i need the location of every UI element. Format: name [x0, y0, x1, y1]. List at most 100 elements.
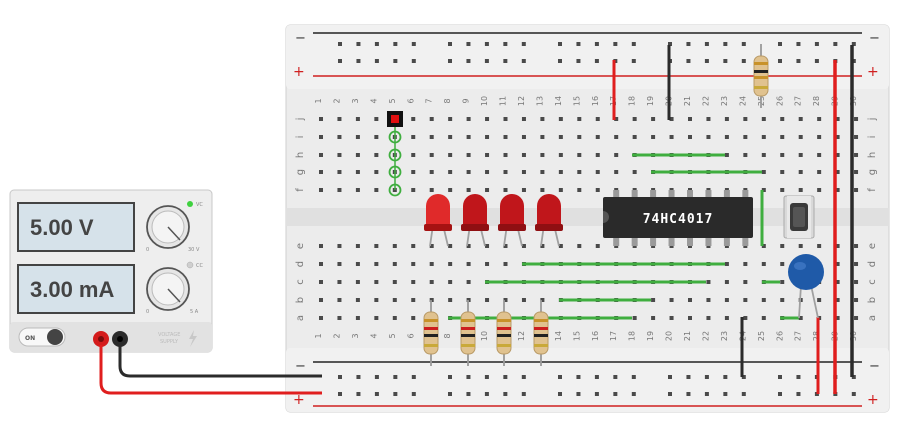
- column-number: 24: [738, 96, 747, 106]
- row-letter: h: [867, 152, 878, 158]
- column-number: 13: [535, 96, 544, 106]
- row-letter: a: [295, 315, 306, 321]
- power-supply: 5.00 V 3.00 mA VC CC 0 30 V 0 5 A ON: [9, 189, 213, 353]
- row-letter: b: [295, 297, 306, 303]
- rail-sign-top-right-plus: +: [867, 64, 879, 80]
- power-switch-label: ON: [25, 335, 35, 342]
- column-number: 21: [683, 331, 692, 341]
- row-letter: j: [867, 118, 878, 122]
- column-number: 5: [388, 333, 397, 338]
- resistor-top-rail[interactable]: [753, 44, 769, 108]
- resistor-led-2[interactable]: [460, 300, 476, 366]
- current-display: [17, 264, 135, 314]
- column-number: 23: [720, 96, 729, 106]
- brand-line-1: VOLTAGE: [158, 332, 180, 338]
- row-letter: b: [867, 297, 878, 303]
- ic-74hc4017[interactable]: 74HC4017: [603, 190, 753, 246]
- voltage-value: 5.00 V: [30, 215, 94, 240]
- breadboard-top-rail-area: [286, 25, 889, 89]
- wires: [448, 45, 854, 394]
- lightning-icon: [189, 330, 197, 347]
- probe-marker[interactable]: [387, 111, 403, 197]
- column-number: 19: [646, 96, 655, 106]
- supply-negative-lead[interactable]: [118, 345, 322, 378]
- current-knob-min: 0: [146, 309, 149, 315]
- cc-indicator-light: [186, 261, 194, 269]
- column-number: 21: [683, 96, 692, 106]
- current-value: 3.00 mA: [30, 277, 114, 302]
- row-letter: f: [867, 188, 878, 192]
- rail-sign-bottom-left-plus: +: [293, 392, 305, 408]
- current-knob[interactable]: [146, 267, 190, 311]
- power-switch[interactable]: ON: [18, 327, 66, 347]
- row-letter: c: [295, 279, 306, 285]
- rail-sign-bottom-left-minus: −: [295, 359, 306, 374]
- resistor-led-1[interactable]: [423, 300, 439, 366]
- column-number: 12: [517, 331, 526, 341]
- rail-sign-top-left-minus: −: [295, 31, 306, 46]
- row-letter: e: [295, 243, 306, 249]
- column-number: 15: [572, 331, 581, 341]
- column-number: 2: [332, 98, 341, 103]
- negative-terminal[interactable]: [112, 331, 128, 347]
- column-number: 4: [369, 98, 378, 103]
- row-letter: i: [867, 136, 878, 139]
- leds: [424, 194, 563, 247]
- row-letter: h: [295, 152, 306, 158]
- push-button[interactable]: [783, 195, 815, 239]
- column-number: 14: [554, 331, 563, 341]
- resistor-led-4[interactable]: [533, 300, 549, 366]
- column-number: 26: [775, 96, 784, 106]
- supply-positive-lead[interactable]: [99, 345, 322, 395]
- positive-terminal[interactable]: [93, 331, 109, 347]
- led-1[interactable]: [424, 194, 452, 247]
- column-number: 20: [665, 331, 674, 341]
- column-number: 12: [517, 96, 526, 106]
- voltage-knob[interactable]: [146, 205, 190, 249]
- column-number: 25: [757, 331, 766, 341]
- led-2[interactable]: [461, 194, 489, 247]
- brand-line-2: SUPPLY: [160, 339, 179, 345]
- row-letter: a: [867, 315, 878, 321]
- column-number: 10: [480, 331, 489, 341]
- row-letter: c: [867, 279, 878, 285]
- led-4[interactable]: [535, 194, 563, 247]
- voltage-knob-min: 0: [146, 247, 149, 253]
- ceramic-capacitor[interactable]: [788, 254, 824, 319]
- bottom-resistors: [423, 300, 549, 366]
- column-number: 7: [425, 98, 434, 103]
- row-letter: d: [295, 261, 306, 267]
- column-number: 17: [609, 331, 618, 341]
- resistor-led-3[interactable]: [496, 300, 512, 366]
- column-number: 16: [591, 331, 600, 341]
- row-letter: i: [295, 136, 306, 139]
- voltage-knob-max: 30 V: [188, 247, 200, 253]
- column-number: 8: [443, 98, 452, 103]
- column-number: 16: [591, 96, 600, 106]
- row-letter: e: [867, 243, 878, 249]
- current-knob-max: 5 A: [190, 309, 199, 315]
- column-number: 1: [314, 333, 323, 338]
- column-number: 22: [701, 96, 710, 106]
- column-number: 27: [794, 331, 803, 341]
- rail-sign-bottom-right-plus: +: [867, 392, 879, 408]
- column-number: 4: [369, 333, 378, 338]
- column-number: 6: [406, 98, 415, 103]
- row-letter: d: [867, 261, 878, 267]
- row-letter: g: [867, 169, 878, 175]
- voltage-display: [17, 202, 135, 252]
- column-number: 14: [554, 96, 563, 106]
- column-number: 26: [775, 331, 784, 341]
- rail-sign-top-right-minus: −: [869, 31, 880, 46]
- column-number: 11: [499, 96, 508, 106]
- vc-indicator-light: [187, 201, 193, 207]
- column-number: 3: [351, 333, 360, 338]
- column-number: 5: [388, 98, 397, 103]
- led-3[interactable]: [498, 194, 526, 247]
- column-number: 6: [406, 333, 415, 338]
- column-number: 3: [351, 98, 360, 103]
- column-number: 10: [480, 96, 489, 106]
- rail-sign-bottom-right-minus: −: [869, 359, 880, 374]
- column-number: 15: [572, 96, 581, 106]
- column-number: 18: [628, 96, 637, 106]
